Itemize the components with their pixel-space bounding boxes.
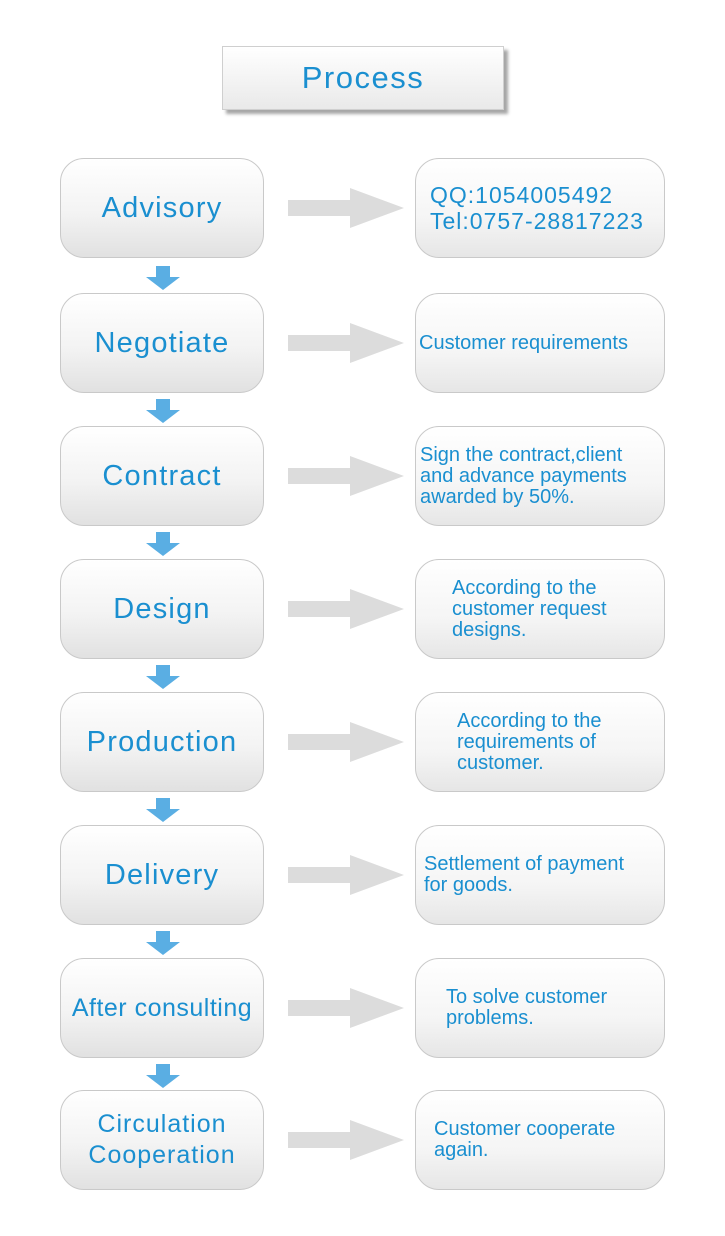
step-label: Contract xyxy=(102,459,222,492)
step-label: Negotiate xyxy=(94,326,230,359)
step-desc-production: According to the requirements of custome… xyxy=(415,692,665,792)
down-arrow-icon xyxy=(146,798,180,822)
step-desc-text: Customer cooperate again. xyxy=(434,1118,616,1161)
step-desc-text: According to the requirements of custome… xyxy=(457,709,602,774)
down-arrow-icon xyxy=(146,532,180,556)
step-desc-text: Sign the contract,client and advance pay… xyxy=(420,443,627,508)
step-desc-negotiate: Customer requirements xyxy=(415,293,665,393)
step-desc-contract: Sign the contract,client and advance pay… xyxy=(415,426,665,526)
right-arrow-icon xyxy=(288,323,404,363)
contact-info: QQ:1054005492 Tel:0757-28817223 xyxy=(430,182,644,234)
step-label: Delivery xyxy=(104,858,220,891)
step-box-negotiate: Negotiate xyxy=(60,293,264,393)
step-desc-advisory: QQ:1054005492 Tel:0757-28817223 xyxy=(415,158,665,258)
step-box-production: Production xyxy=(60,692,264,792)
step-label: Design xyxy=(113,592,211,625)
step-label: Advisory xyxy=(101,191,223,224)
step-box-after-consulting: After consulting xyxy=(60,958,264,1058)
step-desc-design: According to the customer request design… xyxy=(415,559,665,659)
step-box-contract: Contract xyxy=(60,426,264,526)
right-arrow-icon xyxy=(288,188,404,228)
step-label: Production xyxy=(86,725,238,758)
step-desc-text: Settlement of payment for goods. xyxy=(424,853,625,896)
step-desc-circulation-cooperation: Customer cooperate again. xyxy=(415,1090,665,1190)
step-desc-text: According to the customer request design… xyxy=(452,576,607,641)
right-arrow-icon xyxy=(288,1120,404,1160)
process-title: Process xyxy=(222,46,504,110)
down-arrow-icon xyxy=(146,266,180,290)
right-arrow-icon xyxy=(288,722,404,762)
right-arrow-icon xyxy=(288,988,404,1028)
step-desc-text: Customer requirements xyxy=(419,331,628,354)
step-box-circulation-cooperation: Circulation Cooperation xyxy=(60,1090,264,1190)
step-desc-text: To solve customer problems. xyxy=(446,986,608,1029)
step-box-advisory: Advisory xyxy=(60,158,264,258)
step-desc-after-consulting: To solve customer problems. xyxy=(415,958,665,1058)
down-arrow-icon xyxy=(146,1064,180,1088)
step-box-delivery: Delivery xyxy=(60,825,264,925)
right-arrow-icon xyxy=(288,589,404,629)
step-desc-delivery: Settlement of payment for goods. xyxy=(415,825,665,925)
step-box-design: Design xyxy=(60,559,264,659)
right-arrow-icon xyxy=(288,855,404,895)
step-label: After consulting xyxy=(71,993,253,1022)
down-arrow-icon xyxy=(146,931,180,955)
down-arrow-icon xyxy=(146,665,180,689)
step-label: Circulation Cooperation xyxy=(88,1110,236,1169)
down-arrow-icon xyxy=(146,399,180,423)
right-arrow-icon xyxy=(288,456,404,496)
